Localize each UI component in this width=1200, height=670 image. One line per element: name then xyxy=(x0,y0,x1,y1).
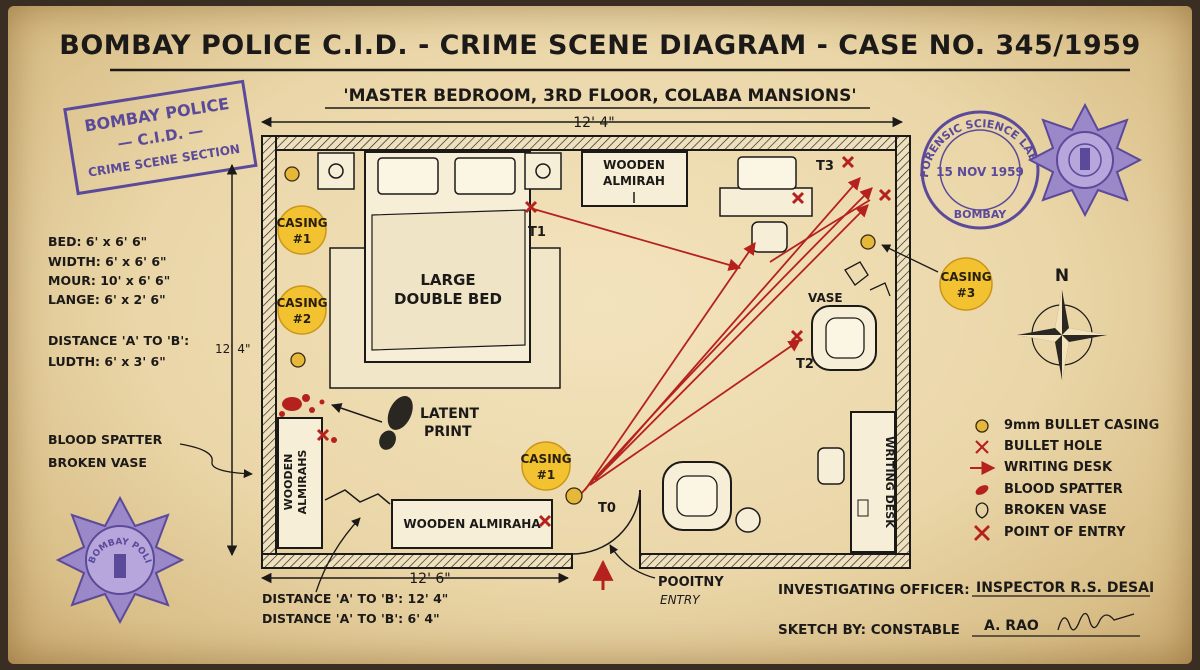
sketch-label: SKETCH BY: CONSTABLE xyxy=(778,622,960,638)
nightstand-right xyxy=(524,152,562,190)
room-walls xyxy=(261,135,911,569)
svg-text:WRITING DESK: WRITING DESK xyxy=(883,436,896,528)
svg-text:CASING: CASING xyxy=(940,270,991,284)
svg-text:CASING: CASING xyxy=(276,216,327,230)
latent-label-2: PRINT xyxy=(424,424,472,440)
armchair-right xyxy=(811,305,877,371)
note-mour: MOUR: 10' x 6' 6" xyxy=(48,273,171,288)
latent-footprint-icon xyxy=(379,395,413,450)
signature xyxy=(1057,612,1135,631)
sketch-name: A. RAO xyxy=(984,618,1039,634)
svg-text:#1: #1 xyxy=(293,232,311,246)
cid-stamp-line3: CRIME SCENE SECTION xyxy=(87,142,241,180)
legend-bullet-hole-icon xyxy=(975,440,989,454)
officer-name: INSPECTOR R.S. DESAI xyxy=(976,580,1155,596)
police-seal-bottom: BOMBAY POLICE xyxy=(55,495,185,625)
t3-label: T3 xyxy=(816,159,834,174)
bullet-holes xyxy=(316,155,892,528)
vase-label: VASE xyxy=(808,291,843,305)
police-star-emblem-top xyxy=(1027,102,1143,218)
note-bed: BED: 6' x 6' 6" xyxy=(48,234,148,249)
lamp-right-icon xyxy=(535,163,551,179)
page-title: BOMBAY POLICE C.I.D. - CRIME SCENE DIAGR… xyxy=(59,30,1141,61)
t0-label: T0 xyxy=(598,501,616,516)
legend-casing-icon xyxy=(975,419,989,433)
legend-vase-icon xyxy=(975,502,989,519)
wooden-almirah-top: WOODEN ALMIRAH xyxy=(581,151,688,207)
legend-item-bullet-hole: BULLET HOLE xyxy=(1004,439,1103,454)
aged-paper xyxy=(8,6,1192,664)
svg-text:WOODEN: WOODEN xyxy=(282,454,295,511)
note-blood: BLOOD SPATTER xyxy=(48,432,163,447)
note-vase: BROKEN VASE xyxy=(48,455,147,470)
dressing-table xyxy=(719,156,813,253)
casing-2-tag: CASING #2 xyxy=(276,285,328,335)
door-swing xyxy=(571,489,641,555)
legend-item-blood: BLOOD SPATTER xyxy=(1004,482,1123,497)
legend-item-casing: 9mm BULLET CASING xyxy=(1004,418,1160,433)
legend-item-writing-desk: WRITING DESK xyxy=(1004,460,1113,475)
entry-label-2: ENTRY xyxy=(660,593,701,607)
t1-label: T1 xyxy=(528,225,546,240)
svg-text:WOODEN ALMIRAHA: WOODEN ALMIRAHA xyxy=(403,517,541,531)
cid-stamp: BOMBAY POLICE — C.I.D. — CRIME SCENE SEC… xyxy=(63,79,258,196)
officer-label: INVESTIGATING OFFICER: xyxy=(778,582,970,598)
note-width: WIDTH: 6' x 6' 6" xyxy=(48,254,167,269)
t2-label: T2 xyxy=(796,357,814,372)
side-table xyxy=(735,507,761,533)
dim-top-label: 12' 4" xyxy=(573,115,614,131)
svg-text:#3: #3 xyxy=(957,286,975,300)
casing-3-tag: CASING #3 xyxy=(939,257,993,311)
svg-text:CASING: CASING xyxy=(520,452,571,466)
lab-stamp-date: 15 NOV 1959 xyxy=(936,165,1024,179)
lamp-left-icon xyxy=(328,163,344,179)
legend-item-entry: POINT OF ENTRY xyxy=(1004,525,1126,540)
svg-text:CASING: CASING xyxy=(276,296,327,310)
svg-text:ALMIRAHS: ALMIRAHS xyxy=(296,450,309,515)
svg-text:#2: #2 xyxy=(293,312,311,326)
broken-vase-icon: VASE xyxy=(808,261,891,305)
compass-rose-icon: N xyxy=(1017,266,1107,380)
wooden-almirahs-left: WOODEN ALMIRAHS xyxy=(277,417,323,549)
armchair-bottom xyxy=(662,461,732,531)
svg-text:#1: #1 xyxy=(537,468,555,482)
nightstand-left xyxy=(317,152,355,190)
writing-desk: WRITING DESK xyxy=(817,411,896,553)
double-bed: LARGE DOUBLE BED xyxy=(364,151,531,363)
legend-entry-icon xyxy=(974,525,990,541)
page-subtitle: 'MASTER BEDROOM, 3RD FLOOR, COLABA MANSI… xyxy=(343,86,857,106)
casing-1b-tag: CASING #1 xyxy=(520,441,572,491)
blood-spatter xyxy=(279,394,337,443)
dim-side-label: 12' 4" xyxy=(215,342,251,356)
legend-item-vase: BROKEN VASE xyxy=(1004,503,1107,518)
note-bottom-2: DISTANCE 'A' TO 'B': 6' 4" xyxy=(262,611,440,626)
bed-label-1: LARGE xyxy=(420,271,475,289)
note-lange: LANGE: 6' x 2' 6" xyxy=(48,292,166,307)
debris xyxy=(324,489,391,505)
svg-text:ALMIRAH: ALMIRAH xyxy=(603,174,665,188)
legend-icons xyxy=(970,419,996,541)
note-bottom-1: DISTANCE 'A' TO 'B': 12' 4" xyxy=(262,591,449,606)
entry-label-1: POOITNY xyxy=(658,575,724,590)
latent-label-1: LATENT xyxy=(420,406,479,422)
bed-label-2: DOUBLE BED xyxy=(394,290,502,308)
note-ludth: LUDTH: 6' x 3' 6" xyxy=(48,354,166,369)
note-distance: DISTANCE 'A' TO 'B': xyxy=(48,333,190,348)
casing-1-tag: CASING #1 xyxy=(276,205,328,255)
wooden-almirah-bottom: WOODEN ALMIRAHA xyxy=(391,499,553,549)
legend-blood-icon xyxy=(975,485,989,495)
lab-stamp-city: BOMBAY xyxy=(954,208,1008,221)
bullet-trajectories xyxy=(529,177,873,496)
compass-north: N xyxy=(1055,266,1069,286)
bullet-casing-markers xyxy=(284,166,876,505)
dim-bottom-label: 12' 6" xyxy=(409,571,450,587)
svg-text:WOODEN: WOODEN xyxy=(603,158,665,172)
